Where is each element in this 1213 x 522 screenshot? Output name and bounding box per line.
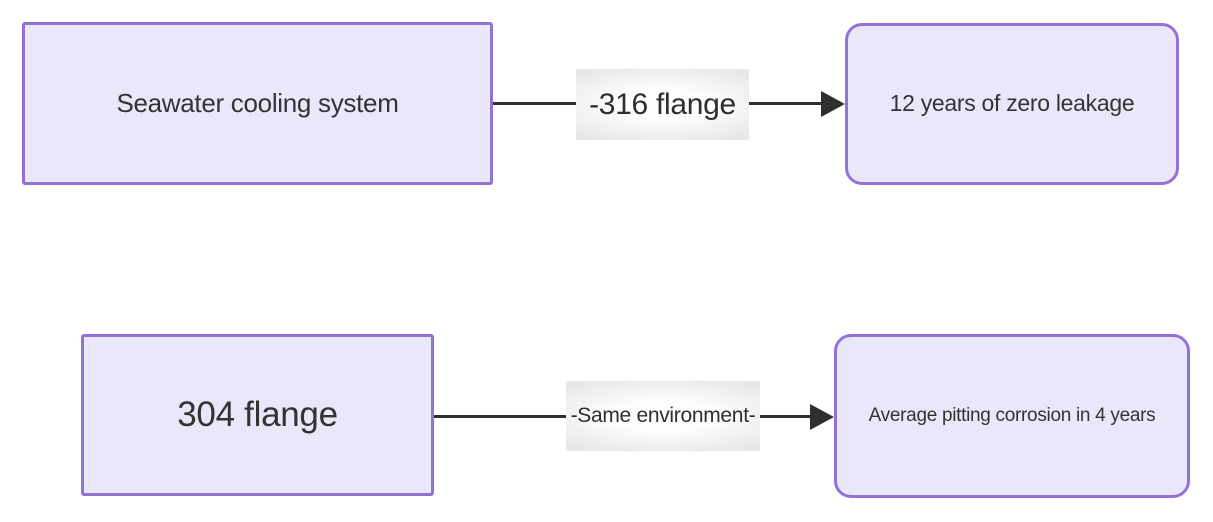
edge-label-text: -316 flange (589, 87, 736, 121)
arrowhead-right-icon (810, 404, 834, 430)
node-seawater-cooling-system: Seawater cooling system (22, 22, 493, 185)
edge-label-same-environment: -Same environment- (566, 381, 760, 451)
edge-label-text: -Same environment- (570, 404, 756, 427)
edge-label-316-flange: -316 flange (576, 69, 749, 140)
node-label: 12 years of zero leakage (889, 90, 1135, 117)
node-label: Seawater cooling system (116, 87, 399, 118)
node-average-pitting-corrosion: Average pitting corrosion in 4 years (834, 334, 1190, 498)
node-304-flange: 304 flange (81, 334, 434, 496)
node-label: Average pitting corrosion in 4 years (868, 404, 1156, 426)
node-12-years-zero-leakage: 12 years of zero leakage (845, 23, 1179, 185)
node-label: 304 flange (177, 395, 338, 434)
arrowhead-right-icon (821, 91, 845, 117)
